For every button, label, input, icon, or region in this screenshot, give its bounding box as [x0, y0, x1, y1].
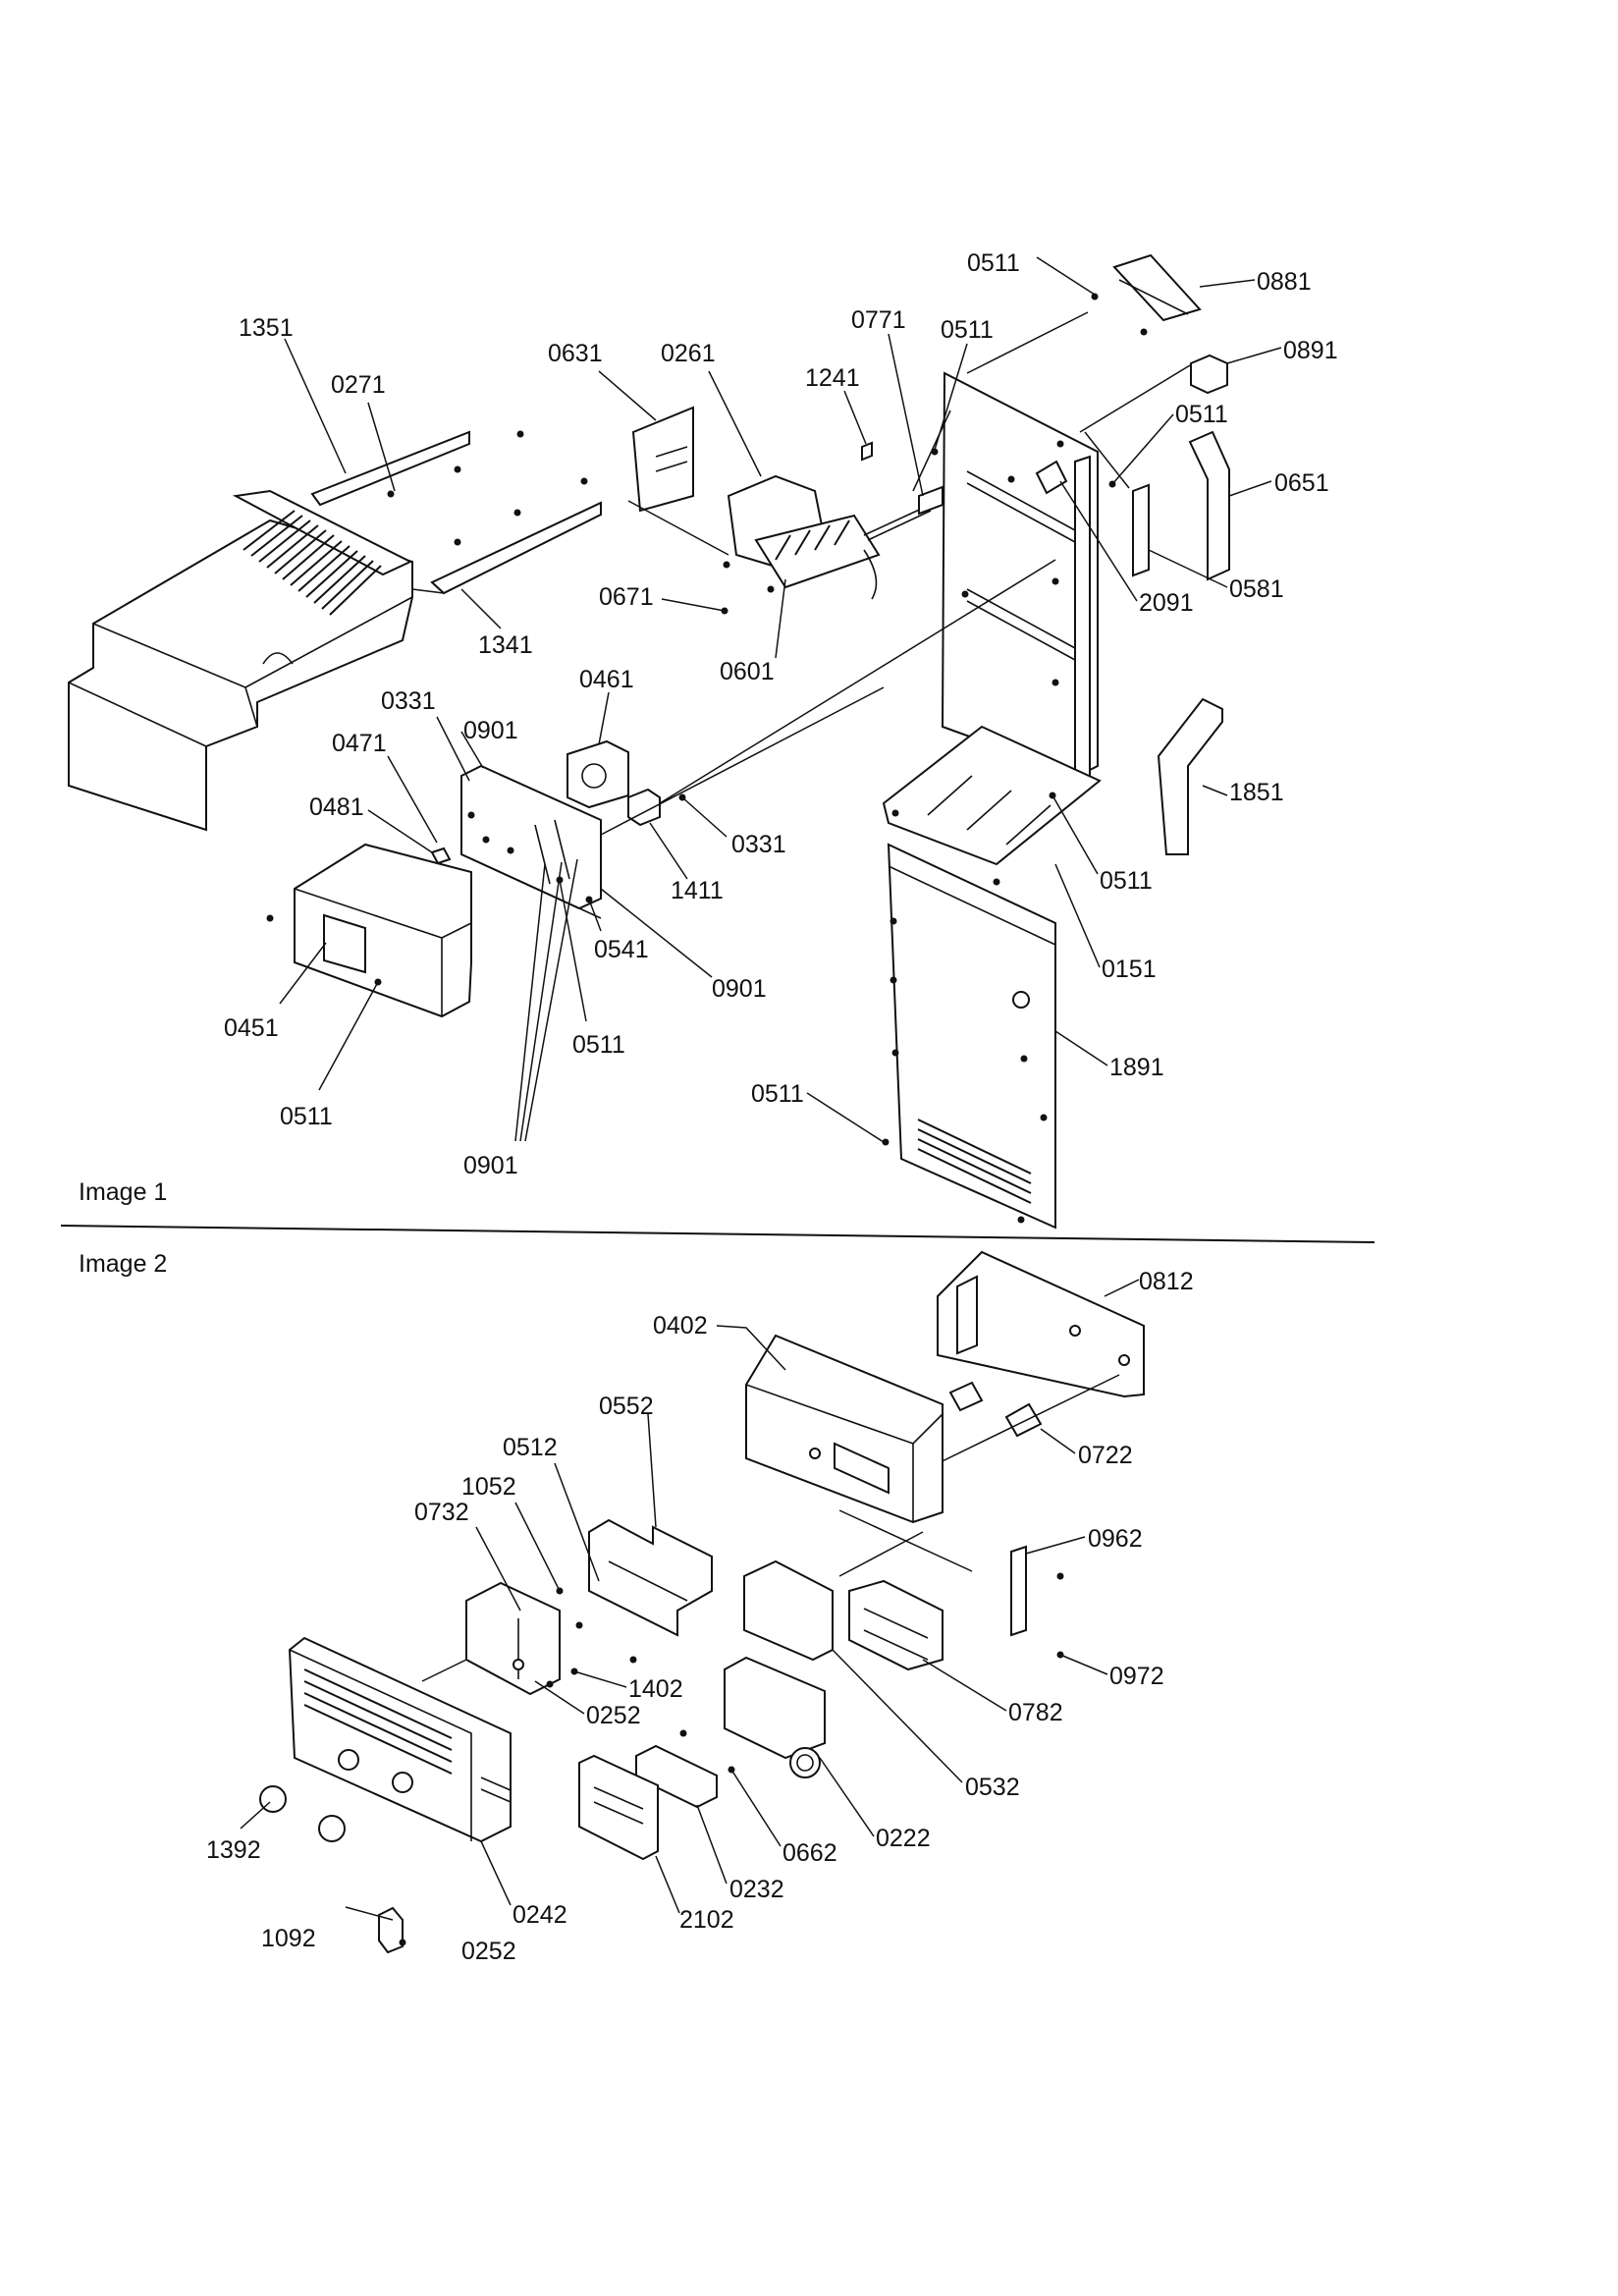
assembly-lines-image1	[411, 311, 1191, 836]
callout-0901-a: 0901	[463, 717, 518, 744]
frame-0552	[588, 1518, 713, 1637]
block-0891	[1190, 354, 1228, 395]
callout-0252-a: 0252	[586, 1702, 641, 1729]
callout-0671: 0671	[599, 583, 654, 611]
knobs-1392	[259, 1785, 346, 1842]
callout-0581: 0581	[1229, 575, 1284, 603]
callout-0252-b: 0252	[461, 1938, 516, 1965]
icemaker-cover-0631	[631, 406, 694, 513]
bracket-0732	[465, 1581, 561, 1696]
icemaker-0261	[727, 474, 932, 600]
bracket-0881	[1112, 253, 1202, 322]
callout-0722: 0722	[1078, 1442, 1133, 1469]
callout-1891: 1891	[1109, 1054, 1164, 1081]
callout-0471: 0471	[332, 730, 387, 757]
callout-0532: 0532	[965, 1774, 1020, 1801]
callout-0222: 0222	[876, 1825, 931, 1852]
callout-0242: 0242	[512, 1901, 567, 1929]
callout-0812: 0812	[1139, 1268, 1194, 1295]
callout-0271: 0271	[331, 371, 386, 399]
section-label-image-1: Image 1	[79, 1178, 167, 1206]
callout-0402: 0402	[653, 1312, 708, 1339]
callout-1052: 1052	[461, 1473, 516, 1501]
callout-1411: 1411	[671, 877, 724, 904]
callout-0261: 0261	[661, 340, 716, 367]
callout-0901-b: 0901	[712, 975, 767, 1003]
callout-0511-g: 0511	[751, 1080, 804, 1108]
callout-1341: 1341	[478, 631, 533, 659]
callout-0511-d: 0511	[280, 1103, 333, 1130]
callout-1241: 1241	[805, 364, 860, 392]
callout-1351: 1351	[239, 314, 294, 342]
callout-1402: 1402	[628, 1675, 683, 1703]
bracket-0812	[937, 1250, 1145, 1398]
motor-0461	[566, 739, 629, 809]
clip-1092	[378, 1906, 404, 1954]
shelf-0151	[882, 725, 1102, 866]
callout-0732: 0732	[414, 1499, 469, 1526]
callout-0511-a: 0511	[941, 316, 994, 344]
bracket-0581	[1132, 483, 1150, 577]
callout-0451: 0451	[224, 1014, 279, 1042]
wire-harness-0771	[861, 441, 944, 516]
flap-0222	[724, 1656, 826, 1778]
callout-0782: 0782	[1008, 1699, 1063, 1726]
callout-0552: 0552	[599, 1393, 654, 1420]
callout-0511-b: 0511	[967, 249, 1020, 277]
rail-1351	[310, 430, 470, 507]
callouts-image-2: 0812 0402 0722 0552 0512 1052 0732 0962 …	[206, 1268, 1194, 1965]
callout-0481: 0481	[309, 793, 364, 821]
callout-0631: 0631	[548, 340, 603, 367]
callout-0651: 0651	[1274, 469, 1329, 497]
plate-2102	[578, 1754, 659, 1861]
strip-0651	[1188, 430, 1230, 581]
panel-1891	[887, 843, 1056, 1230]
section-divider	[60, 1225, 1375, 1243]
callout-0881: 0881	[1257, 268, 1312, 296]
spacer-0722	[917, 1374, 1120, 1474]
callout-0512: 0512	[503, 1434, 558, 1461]
callout-0511-e: 0511	[572, 1031, 625, 1059]
callout-0962: 0962	[1088, 1525, 1143, 1553]
callout-2091: 2091	[1139, 589, 1194, 617]
housing-0402	[745, 1334, 944, 1524]
rail-1341	[430, 501, 602, 595]
callout-1092: 1092	[261, 1925, 316, 1952]
callout-0511-c: 0511	[1175, 401, 1228, 428]
dispenser-cover-0242	[288, 1636, 512, 1843]
ice-bucket	[68, 489, 413, 832]
chute-0532	[743, 1559, 944, 1671]
switch-0481	[430, 847, 452, 865]
section-label-image-2: Image 2	[79, 1250, 167, 1278]
callout-0331-b: 0331	[731, 831, 786, 858]
callout-0541: 0541	[594, 936, 649, 963]
strip-1851	[1157, 697, 1223, 855]
callout-0511-f: 0511	[1100, 867, 1153, 895]
callout-0901-c: 0901	[463, 1152, 518, 1179]
callout-1392: 1392	[206, 1836, 261, 1864]
hinge-0962	[1010, 1545, 1027, 1637]
callout-1851: 1851	[1229, 779, 1284, 806]
callout-0771: 0771	[851, 306, 906, 334]
callouts-image-1: 1351 0271 0631 0261 1241 0771 0511 0511 …	[224, 249, 1338, 1179]
callout-0331-a: 0331	[381, 687, 436, 715]
callout-2102: 2102	[679, 1906, 734, 1934]
housing-0451	[294, 843, 472, 1018]
callout-0662: 0662	[782, 1839, 837, 1867]
callout-0891: 0891	[1283, 337, 1338, 364]
callout-0232: 0232	[729, 1876, 784, 1903]
roller-2091	[1035, 460, 1068, 495]
callout-0461: 0461	[579, 666, 634, 693]
assembly-lines-image2	[345, 1509, 973, 1921]
callout-0972: 0972	[1109, 1663, 1164, 1690]
callout-0151: 0151	[1102, 956, 1157, 983]
callout-0601: 0601	[720, 658, 775, 685]
